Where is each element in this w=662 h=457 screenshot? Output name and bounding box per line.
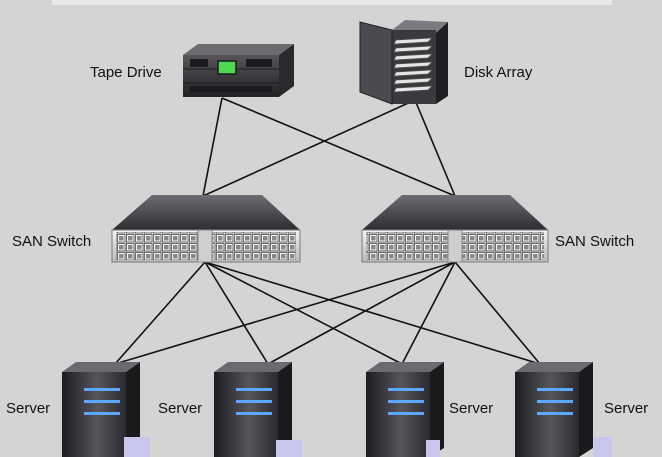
disk-array-device [359,20,448,105]
link-switch-right-server-4 [454,261,541,365]
disk-array-label: Disk Array [464,64,533,81]
decorative-mark-1 [124,437,150,457]
decorative-mark-3 [426,440,440,457]
server-2-label: Server [158,400,203,417]
link-switch-right-server-3 [401,261,456,365]
link-disk-to-switch-left [202,99,416,197]
san-switch-left-label: SAN Switch [12,233,92,250]
server-1-device [62,362,140,457]
tape-drive-label: Tape Drive [90,64,162,81]
tape-display-screen [217,60,237,75]
server-4-device [515,362,593,457]
link-switch-right-server-2 [267,261,456,365]
san-switch-right-label: SAN Switch [555,233,635,250]
server-3-device [366,362,444,457]
top-edge-strip [52,0,612,5]
server-1-label: Server [6,400,51,417]
link-disk-to-switch-right [414,99,456,197]
san-switch-right-device [361,195,549,263]
link-switch-right-server-1 [114,261,456,365]
link-switch-left-server-4 [204,261,541,365]
link-switch-left-server-2 [204,261,269,365]
connection-links [114,97,541,365]
decorative-mark-2 [276,440,302,457]
link-switch-left-server-3 [204,261,403,365]
decorative-mark-4 [594,437,612,457]
server-4-label: Server [604,400,649,417]
tape-drive-device [183,44,294,97]
server-2-device [214,362,292,457]
link-tape-to-switch-left [202,97,223,197]
link-switch-left-server-1 [114,261,206,365]
san-switch-left-device [111,195,301,263]
server-3-label: Server [449,400,494,417]
link-tape-to-switch-right [221,97,456,197]
